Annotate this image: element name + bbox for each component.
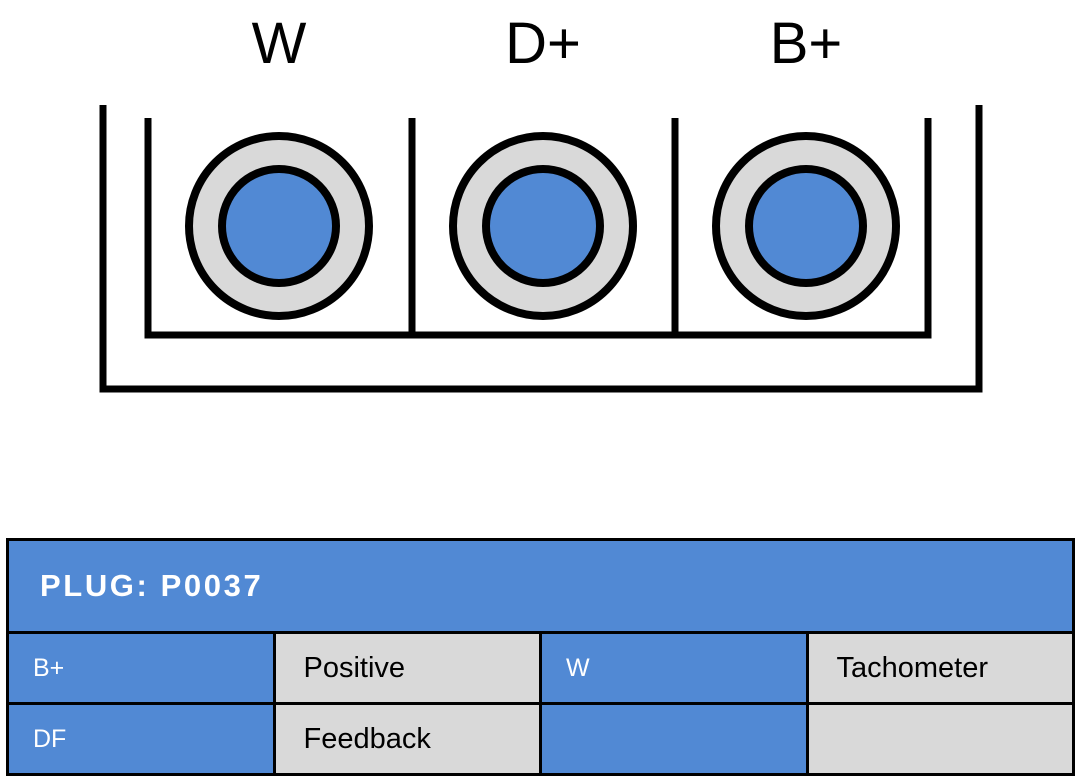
row-1-val-2	[805, 702, 1075, 776]
terminal-w-core	[218, 165, 340, 287]
pin-label-d-plus: D+	[505, 11, 581, 76]
terminal-d-plus	[449, 132, 637, 320]
connector-inner-frame	[144, 118, 932, 339]
connector-svg: W D+ B+	[99, 11, 983, 393]
pinout-table: PLUG: P0037 B+ Positive W Tachometer DF …	[6, 538, 1075, 776]
connector-outer-shell	[99, 105, 983, 393]
terminal-w	[185, 132, 373, 320]
row-1-val-1: Feedback	[272, 702, 542, 776]
plug-header-label: PLUG: P0037	[40, 568, 264, 603]
pin-label-b-plus: B+	[770, 11, 843, 76]
row-0-key-2: W	[539, 631, 809, 705]
table-header-row: PLUG: P0037	[6, 538, 1075, 634]
table-row: B+ Positive W Tachometer	[6, 631, 1075, 705]
plug-header-cell: PLUG: P0037	[6, 538, 1075, 634]
table-row: DF Feedback	[6, 702, 1075, 776]
terminal-b-plus	[712, 132, 900, 320]
terminal-d-plus-core	[482, 165, 604, 287]
row-1-key-1: DF	[6, 702, 276, 776]
row-1-key-2	[539, 702, 809, 776]
row-0-val-2: Tachometer	[805, 631, 1075, 705]
terminal-b-plus-core	[745, 165, 867, 287]
row-0-key-1: B+	[6, 631, 276, 705]
pin-label-w: W	[252, 11, 307, 76]
row-0-val-1: Positive	[272, 631, 542, 705]
connector-diagram: W D+ B+	[99, 11, 983, 393]
